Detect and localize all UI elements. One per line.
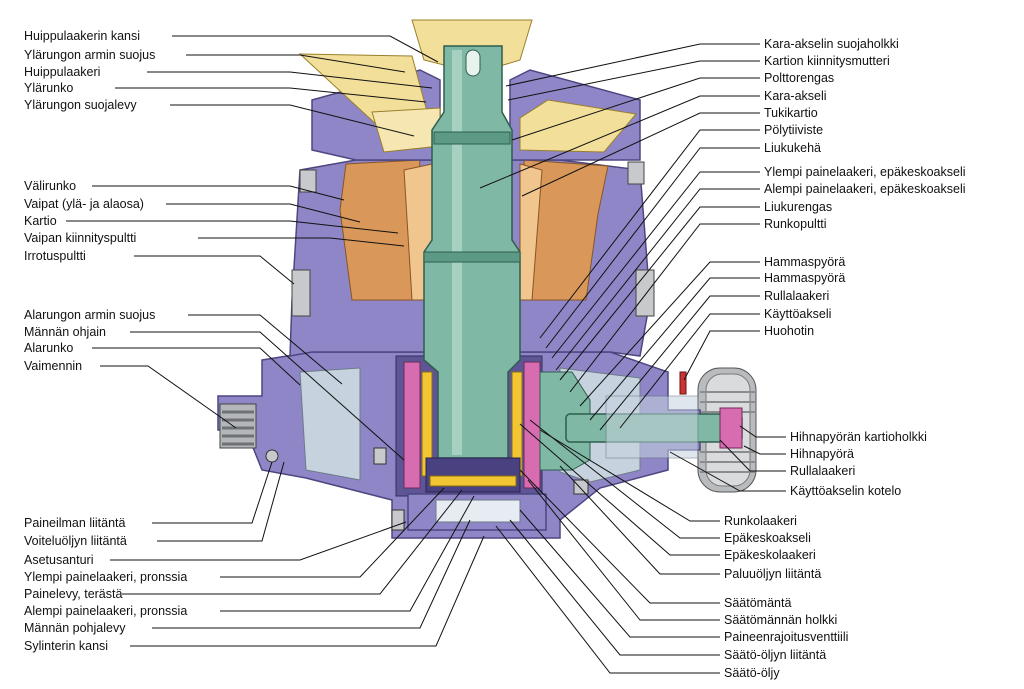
labels-right-bottom: Runkolaakeri Epäkeskoakseli Epäkeskolaak… [724,514,848,680]
pulley-taper-bush [719,407,743,449]
label-left-0: Huippulaakerin kansi [24,29,140,43]
frame-bearing-left [403,361,421,489]
label-right-drive-0: Hihnapyörän kartioholkki [790,430,927,444]
label-left-1: Ylärungon armin suojus [24,48,155,62]
label-bottom-left-4: Painelevy, terästä [24,587,122,601]
label-right-top-10: Runkopultti [764,217,827,231]
label-right-drive-3: Käyttöakselin kotelo [790,484,901,498]
label-right-top-2: Polttorengas [764,71,834,85]
label-right-bottom-7: Säätö-öljyn liitäntä [724,648,826,662]
label-right-top-0: Kara-akselin suojaholkki [764,37,899,51]
label-left-6: Vaipat (ylä- ja alaosa) [24,197,144,211]
breather [679,371,687,395]
shaft-bands [423,131,521,263]
fittings [265,447,589,531]
thrust-plate [429,475,517,487]
labels-right-mid: Hammaspyörä Hammaspyörä Rullalaakeri Käy… [764,255,845,338]
label-right-bottom-6: Paineenrajoitusventtiili [724,630,848,644]
label-right-mid-0: Hammaspyörä [764,255,845,269]
label-right-top-4: Tukikartio [764,106,818,120]
cylinder-inner [435,499,521,523]
labels-left: Huippulaakerin kansi Ylärungon armin suo… [24,29,155,373]
labels-right-drive: Hihnapyörän kartioholkki Hihnapyörä Rull… [790,430,927,498]
label-right-mid-2: Rullalaakeri [764,289,829,303]
label-right-bottom-0: Runkolaakeri [724,514,797,528]
label-bottom-left-0: Paineilman liitäntä [24,516,125,530]
label-bottom-left-6: Männän pohjalevy [24,621,126,635]
frame-bolts [291,161,655,317]
label-right-top-8: Alempi painelaakeri, epäkeskoakseli [764,182,966,196]
label-right-bottom-5: Säätömännän holkki [724,613,837,627]
label-bottom-left-5: Alempi painelaakeri, pronssia [24,604,187,618]
frame-bearing-right [523,361,541,489]
label-bottom-left-1: Voiteluöljyn liitäntä [24,534,127,548]
label-right-bottom-2: Epäkeskolaakeri [724,548,816,562]
label-left-10: Alarungon armin suojus [24,308,155,322]
label-right-top-6: Liukukehä [764,141,821,155]
piston [425,457,521,493]
label-right-top-1: Kartion kiinnitysmutteri [764,54,890,68]
label-right-drive-1: Hihnapyörä [790,447,854,461]
label-bottom-left-2: Asetusanturi [24,553,93,567]
label-right-mid-3: Käyttöakseli [764,307,831,321]
label-left-9: Irrotuspultti [24,249,86,263]
label-left-4: Ylärungon suojalevy [24,98,137,112]
label-left-5: Välirunko [24,179,76,193]
crusher-drawing [217,19,757,539]
damper-spring [219,403,257,449]
label-left-12: Alarunko [24,341,73,355]
label-left-13: Vaimennin [24,359,82,373]
label-left-7: Kartio [24,214,57,228]
leader-lines [66,35,786,674]
label-right-bottom-3: Paluuöljyn liitäntä [724,567,821,581]
label-right-bottom-4: Säätömäntä [724,596,791,610]
shaft-slot [465,49,481,77]
label-left-2: Huippulaakeri [24,65,100,79]
labels-right-top: Kara-akselin suojaholkki Kartion kiinnit… [764,37,966,231]
label-right-mid-4: Huohotin [764,324,814,338]
label-right-bottom-8: Säätö-öljy [724,666,780,680]
label-left-3: Ylärunko [24,81,73,95]
label-right-bottom-1: Epäkeskoakseli [724,531,811,545]
label-bottom-left-7: Sylinterin kansi [24,639,108,653]
label-left-11: Männän ohjain [24,325,106,339]
label-right-top-9: Liukurengas [764,200,832,214]
label-right-top-5: Pölytiiviste [764,123,823,137]
label-bottom-left-3: Ylempi painelaakeri, pronssia [24,570,187,584]
feed-hopper-right [519,99,637,153]
label-right-drive-2: Rullalaakeri [790,464,855,478]
label-right-top-7: Ylempi painelaakeri, epäkeskoakseli [764,165,966,179]
labels-bottom-left: Paineilman liitäntä Voiteluöljyn liitänt… [24,516,187,653]
label-left-8: Vaipan kiinnityspultti [24,231,136,245]
lower-frame-inner-cavity [299,367,361,481]
label-right-top-3: Kara-akseli [764,89,827,103]
label-right-mid-1: Hammaspyörä [764,271,845,285]
upper-shield-plate [371,107,441,153]
